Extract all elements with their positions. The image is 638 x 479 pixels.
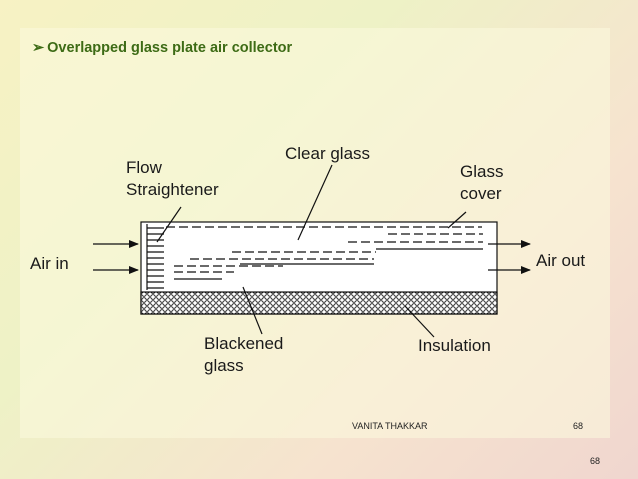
label-blackened-glass: Blackened glass (204, 333, 283, 377)
slide-title-text: Overlapped glass plate air collector (47, 40, 293, 56)
label-flow-line2: Straightener (126, 180, 219, 199)
label-air-in: Air in (30, 254, 69, 273)
leader-glass-cover (447, 211, 467, 229)
label-glass-cover-line2: cover (460, 184, 502, 203)
arrow-bullet-icon: ➢ (32, 40, 45, 56)
footer-slide-number: 68 (573, 421, 584, 431)
leader-lines (156, 164, 467, 338)
glass-plates (174, 233, 483, 280)
label-clear-glass: Clear glass (285, 144, 371, 163)
air-out-arrows (488, 240, 531, 274)
label-blackened-line1: Blackened (204, 334, 284, 353)
insulation-layer (140, 291, 498, 315)
leader-insulation (404, 305, 435, 338)
slide-title: ➢Overlapped glass plate air collector (32, 40, 292, 56)
page-number: 68 (590, 456, 601, 466)
air-in-arrows (93, 240, 139, 274)
footer-author: VANITA THAKKAR (352, 421, 428, 431)
label-glass-cover: Glass cover (460, 161, 503, 205)
leader-flow-straightener (156, 206, 182, 243)
label-flow-line1: Flow (126, 158, 162, 177)
leader-blackened-glass (242, 286, 263, 335)
label-blackened-line2: glass (204, 356, 244, 375)
label-insulation: Insulation (418, 336, 491, 355)
leader-clear-glass (297, 164, 333, 241)
flow-straightener (146, 224, 164, 290)
label-glass-cover-line1: Glass (460, 162, 504, 181)
label-air-out: Air out (536, 251, 586, 270)
label-flow-straightener: Flow Straightener (126, 157, 219, 201)
